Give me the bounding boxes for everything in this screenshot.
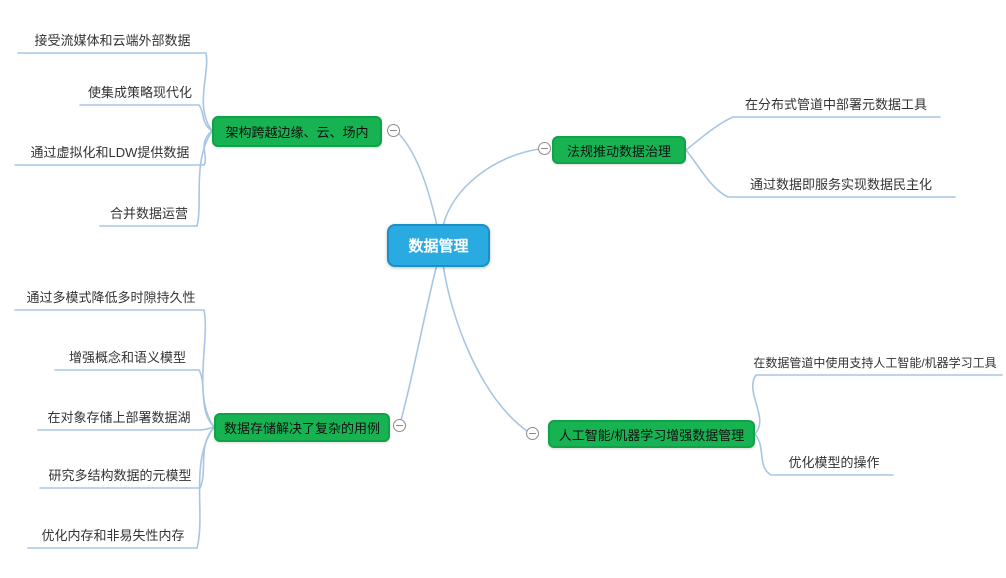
collapse-button[interactable] <box>526 427 539 440</box>
connector-line <box>398 133 438 227</box>
connector-line <box>400 263 438 421</box>
subtopic[interactable]: 合并数据运营 <box>109 206 188 221</box>
subtopic[interactable]: 通过虚拟化和LDW提供数据 <box>30 145 190 160</box>
minus-icon <box>390 130 397 131</box>
main-topic-ai-ml[interactable]: 人工智能/机器学习增强数据管理 <box>548 420 755 448</box>
subtopic[interactable]: 研究多结构数据的元模型 <box>48 468 192 483</box>
subtopic[interactable]: 优化内存和非易失性内存 <box>41 528 185 543</box>
connector-line <box>442 148 540 227</box>
minus-icon <box>529 433 536 434</box>
connector-line <box>27 426 215 549</box>
connector-line <box>442 263 528 432</box>
minus-icon <box>396 425 403 426</box>
connector-line <box>685 116 941 151</box>
collapse-button[interactable] <box>393 419 406 432</box>
minus-icon <box>541 148 548 149</box>
connector-line <box>37 426 215 431</box>
subtopic[interactable]: 增强概念和语义模型 <box>68 350 186 365</box>
subtopic[interactable]: 通过数据即服务实现数据民主化 <box>749 177 932 192</box>
subtopic[interactable]: 接受流媒体和云端外部数据 <box>34 33 191 48</box>
connector-line <box>79 104 213 132</box>
subtopic[interactable]: 在数据管道中使用支持人工智能/机器学习工具 <box>753 356 997 370</box>
connector-line <box>754 433 894 476</box>
subtopic[interactable]: 优化模型的操作 <box>788 455 880 470</box>
subtopic[interactable]: 通过多模式降低多时隙持久性 <box>26 290 196 305</box>
central-topic[interactable]: 数据管理 <box>387 224 490 267</box>
connector-line <box>17 52 213 132</box>
connector-line <box>751 374 1003 435</box>
subtopic[interactable]: 在对象存储上部署数据湖 <box>47 410 191 425</box>
main-topic-storage[interactable]: 数据存储解决了复杂的用例 <box>214 413 390 442</box>
connector-line <box>14 130 213 166</box>
connector-line <box>685 149 956 198</box>
main-topic-regulation[interactable]: 法规推动数据治理 <box>552 136 686 164</box>
subtopic[interactable]: 使集成策略现代化 <box>87 85 192 100</box>
subtopic[interactable]: 在分布式管道中部署元数据工具 <box>744 97 927 112</box>
connector-line <box>14 309 215 428</box>
collapse-button[interactable] <box>387 124 400 137</box>
connector-line <box>99 130 213 227</box>
connector-line <box>54 369 215 428</box>
collapse-button[interactable] <box>538 142 551 155</box>
main-topic-architecture[interactable]: 架构跨越边缘、云、场内 <box>212 116 382 147</box>
